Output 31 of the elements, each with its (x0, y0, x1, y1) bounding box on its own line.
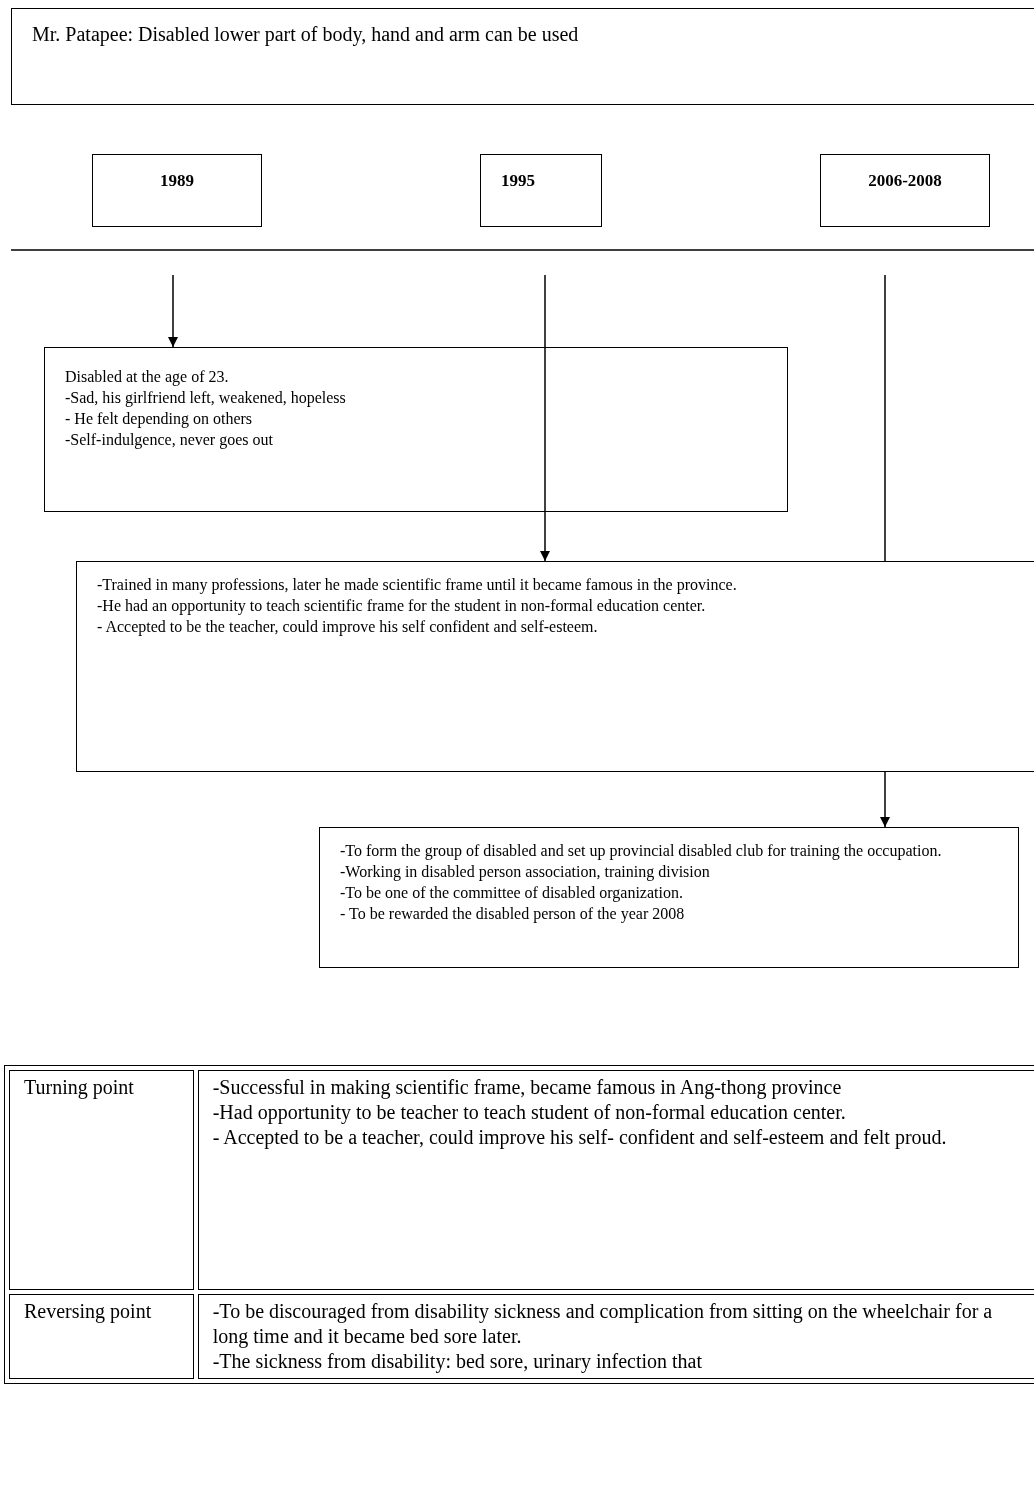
event-text: - Accepted to be the teacher, could improve his self confident and self-esteem. (97, 617, 599, 637)
row-heading: Turning point (24, 1076, 134, 1098)
cell-text: -To be discouraged from disability sickness and complication from sitting on the wheelchair for a long time and it became bed sore later. (212, 1299, 994, 1349)
cell-text: -The sickness from disability: bed sore, urinary infection that (212, 1349, 703, 1374)
arrow (168, 274, 178, 348)
cell-text: -Had opportunity to be teacher to teach student of non-formal education center. (212, 1100, 847, 1125)
year-label: 1989 (159, 171, 195, 191)
event-box (76, 561, 1034, 772)
event-text: Disabled at the age of 23. (65, 367, 230, 387)
year-label: 2006-2008 (867, 171, 943, 191)
event-text: -Sad, his girlfriend left, weakened, hopeless (65, 388, 347, 408)
event-text: - He felt depending on others (65, 409, 254, 429)
event-box (319, 827, 1019, 968)
header-text: Mr. Patapee: Disabled lower part of body, hand and arm can be used (32, 23, 580, 46)
event-box (44, 347, 788, 512)
header-box (11, 8, 1034, 105)
event-text: -Self-indulgence, never goes out (65, 430, 274, 450)
event-text: -He had an opportunity to teach scientific frame for the student in non-formal education center. (97, 596, 707, 616)
event-text: -To be one of the committee of disabled organization. (340, 883, 684, 903)
event-text: -Working in disabled person association, training division (340, 862, 711, 882)
year-label: 1995 (501, 171, 536, 191)
year-box (820, 154, 990, 227)
event-text: - To be rewarded the disabled person of the year 2008 (340, 904, 686, 924)
event-text: -Trained in many professions, later he made scientific frame until it became famous in the province. (97, 575, 738, 595)
cell-text: -Successful in making scientific frame, became famous in Ang-thong province (212, 1075, 843, 1100)
year-box (92, 154, 262, 227)
row-heading: Reversing point (24, 1300, 152, 1322)
event-text: -To form the group of disabled and set up provincial disabled club for training the occupation. (340, 841, 943, 861)
cell-text: - Accepted to be a teacher, could improve his self- confident and self-esteem and felt proud. (212, 1125, 948, 1150)
arrow (540, 274, 550, 562)
year-box (480, 154, 602, 227)
